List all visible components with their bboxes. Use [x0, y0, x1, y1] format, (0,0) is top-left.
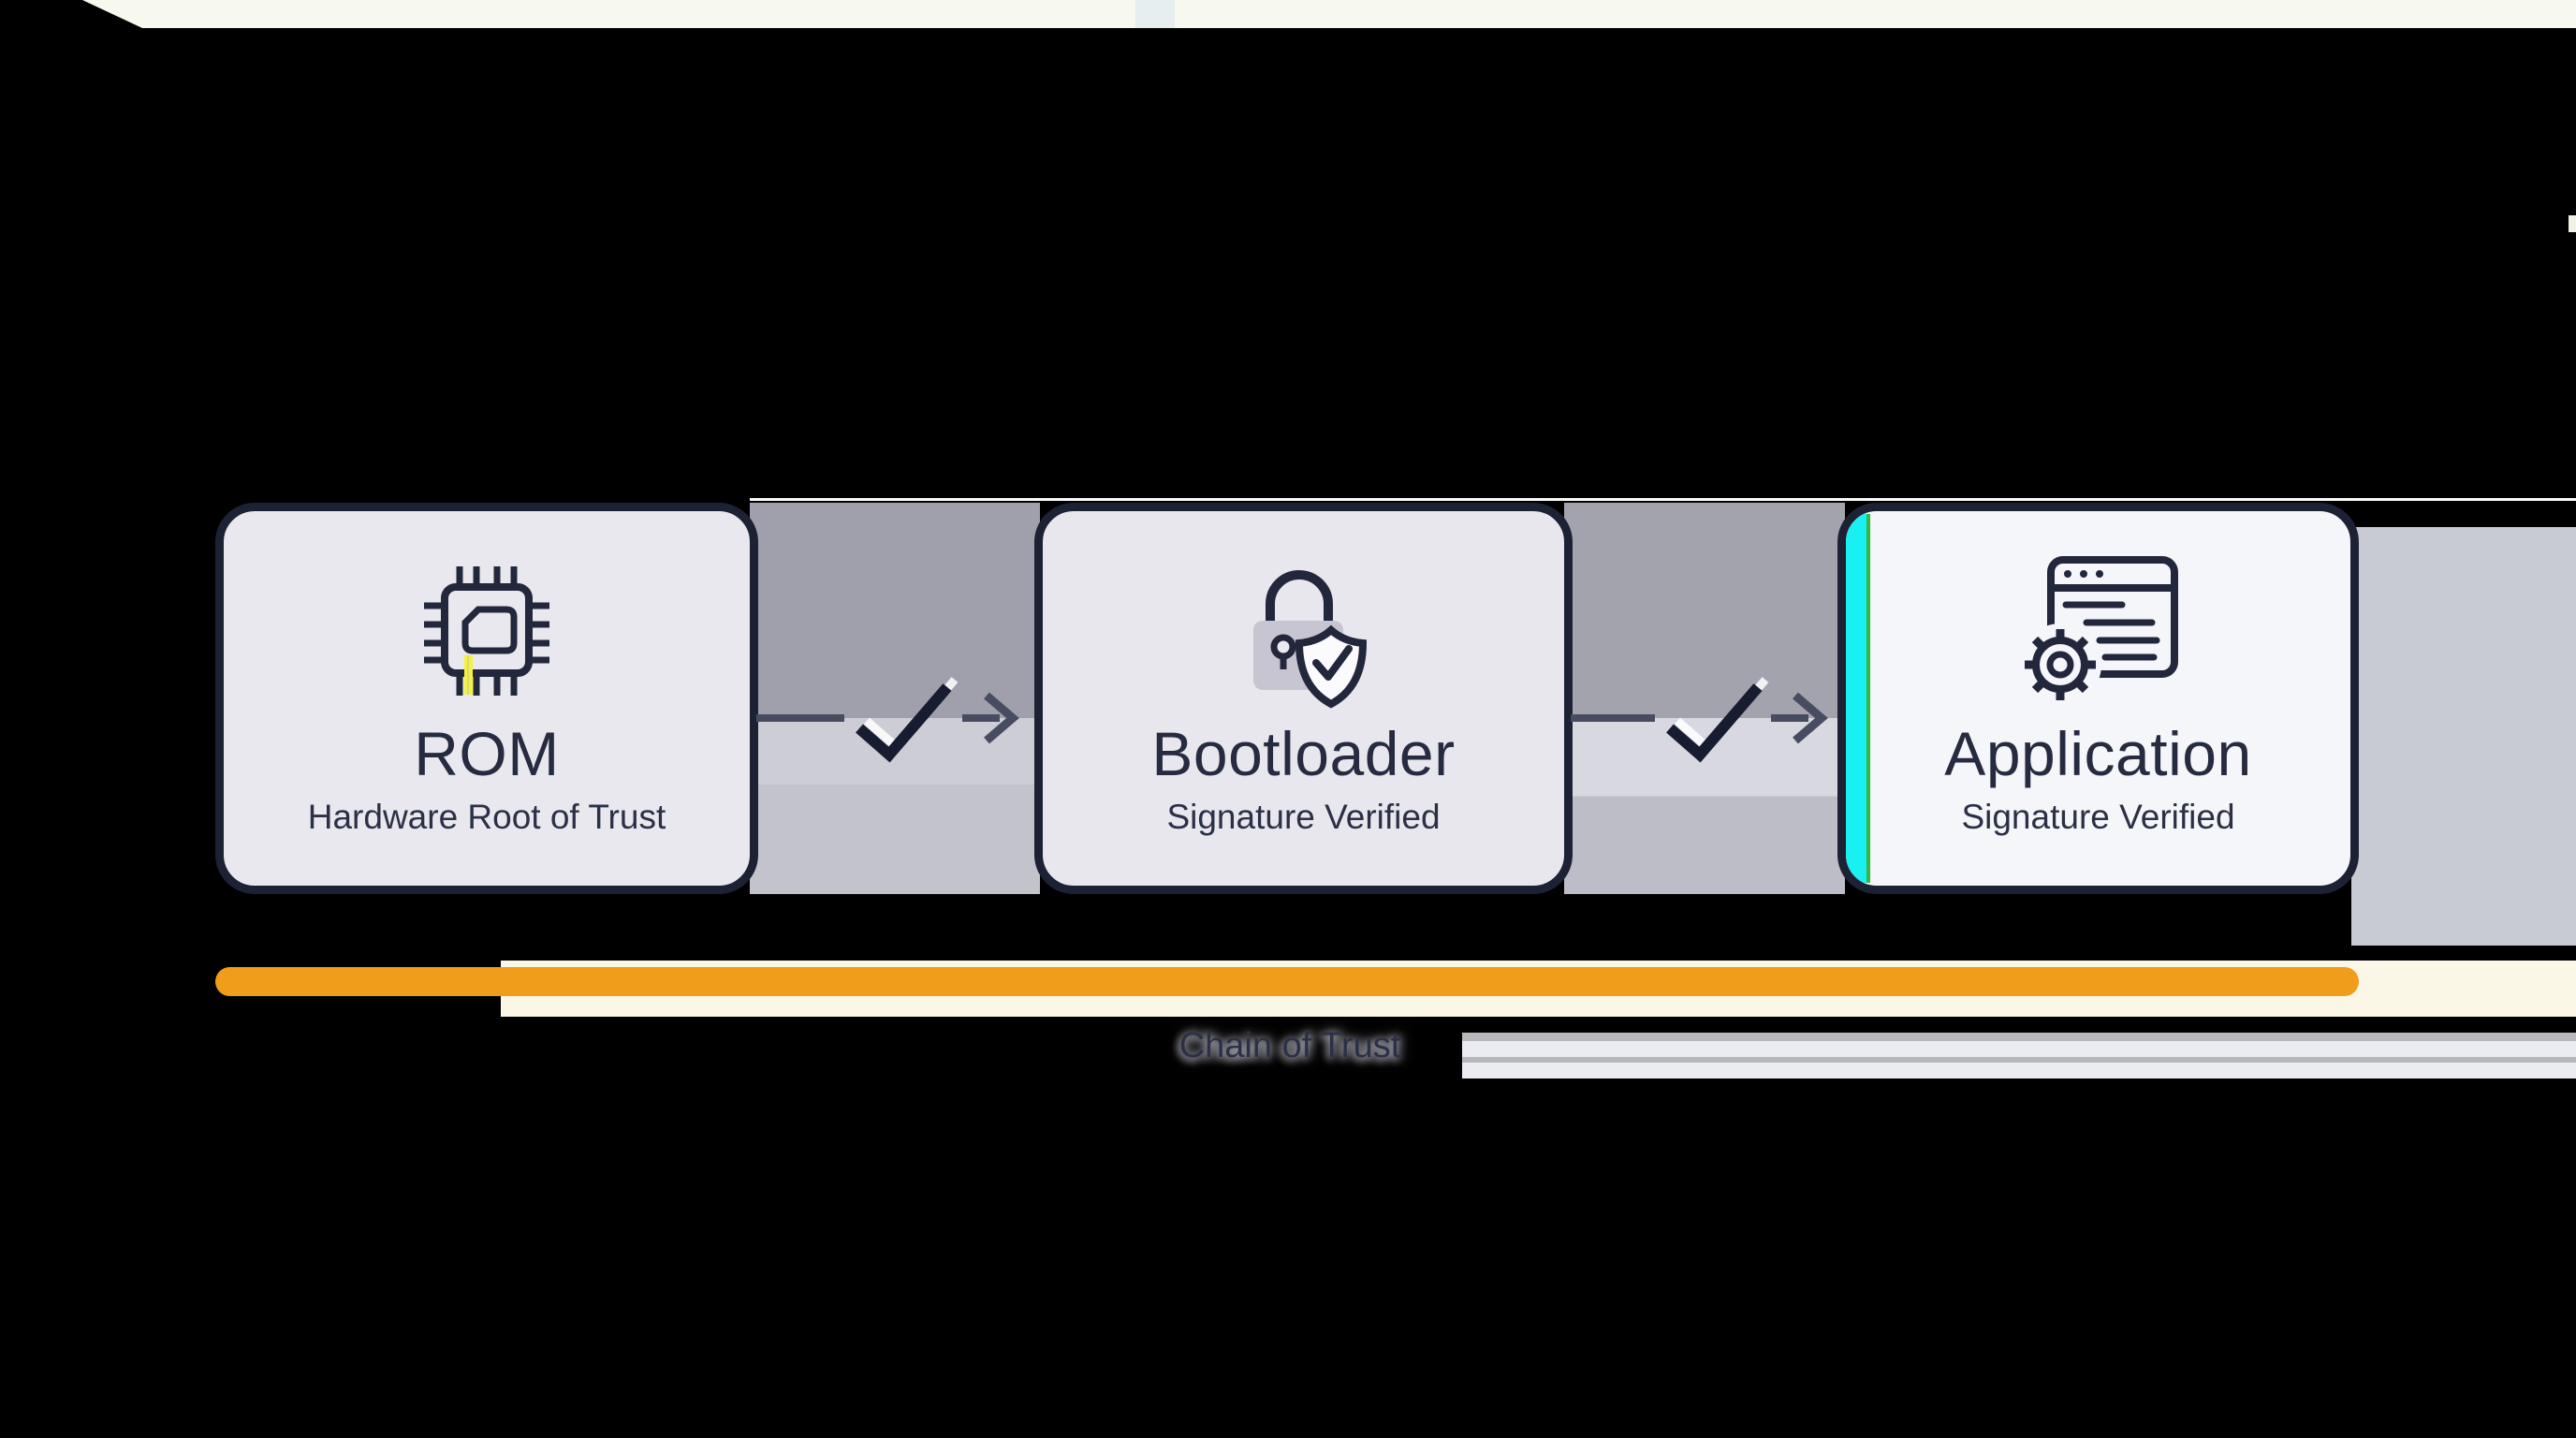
stage-box-rom: ROM Hardware Root of Trust: [215, 503, 758, 894]
lock-shield-icon: [1222, 549, 1385, 715]
stage-subtitle-application: Signature Verified: [1961, 798, 2235, 836]
stage-box-bootloader: Bootloader Signature Verified: [1034, 503, 1573, 894]
chip-icon: [417, 549, 557, 715]
connector-checkmark-arrow-2: [1569, 646, 1845, 791]
top-strip-tint: [1135, 0, 1175, 28]
app-window-gear-icon: [2012, 549, 2185, 715]
stage-box-application: Application Signature Verified: [1837, 503, 2359, 894]
chain-of-trust-label: Chain of Trust: [1178, 1026, 1401, 1065]
row-top-hairline: [750, 498, 2576, 501]
yellow-artifact: [464, 655, 473, 695]
stage-subtitle-bootloader: Signature Verified: [1166, 798, 1441, 836]
top-cream-strip: [0, 0, 2576, 28]
chain-of-trust-bar: [215, 967, 2359, 996]
bottom-artifact-stripes: [1462, 1033, 2576, 1078]
stage-title-bootloader: Bootloader: [1151, 719, 1456, 788]
right-gray-panel: [2351, 527, 2576, 946]
stage-subtitle-rom: Hardware Root of Trust: [307, 798, 666, 836]
stage-title-rom: ROM: [414, 719, 560, 788]
connector-checkmark-arrow-1: [754, 646, 1035, 791]
right-edge-tick: [2569, 215, 2576, 232]
top-strip-black-wedge: [0, 0, 142, 28]
cyan-artifact-stripe: [1846, 514, 1870, 883]
stage-title-application: Application: [1944, 719, 2252, 788]
